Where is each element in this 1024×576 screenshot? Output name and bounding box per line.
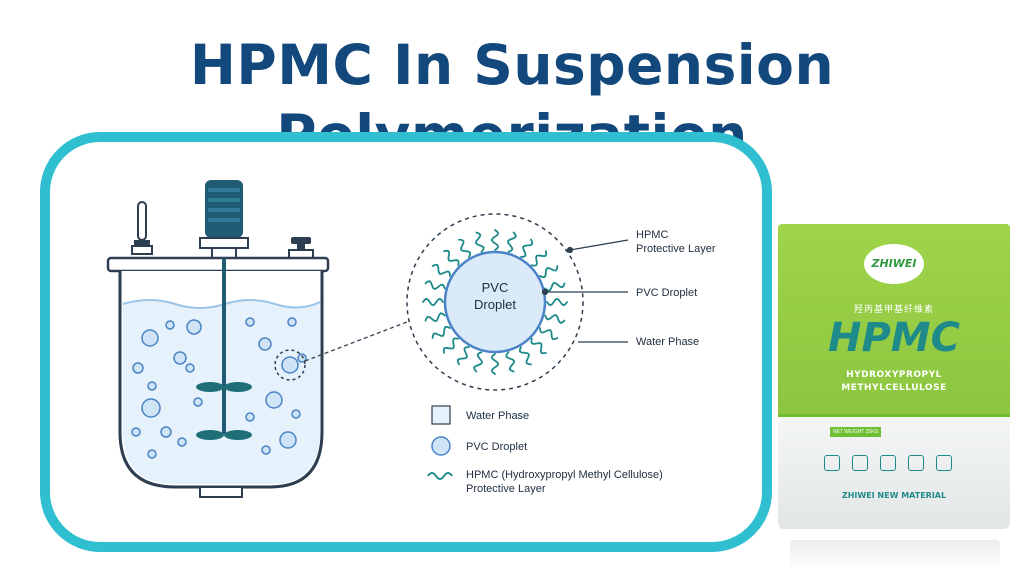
hpmc-chain xyxy=(424,280,446,290)
stirrer-motor-icon xyxy=(199,180,249,259)
valve-icon xyxy=(288,237,314,259)
bag-subtitle-line1: HYDROXYPROPYL xyxy=(846,370,942,380)
hpmc-chain xyxy=(544,314,566,324)
hpmc-chain xyxy=(457,346,470,366)
hpmc-chain xyxy=(442,337,460,354)
hpmc-chain xyxy=(490,229,500,251)
suspension-polymerization-diagram: PVC Droplet HPMC Protective Layer PVC Dr… xyxy=(106,180,716,498)
hpmc-chain xyxy=(546,297,568,307)
zoomed-droplet: PVC Droplet xyxy=(406,213,584,391)
hpmc-chain xyxy=(507,231,517,253)
bag-subtitle-line2: METHYLCELLULOSE xyxy=(841,383,947,393)
product-bag-image: ZHIWEI 羟丙基甲基纤维素 HPMC HYDROXYPROPYL METHY… xyxy=(778,224,1010,534)
flask-icon xyxy=(824,455,840,471)
hpmc-chain xyxy=(422,297,444,307)
document-icon xyxy=(936,455,952,471)
highlighted-droplet xyxy=(274,349,306,381)
legend-hpmc-label-line2: Protective Layer xyxy=(466,483,546,495)
hpmc-chain xyxy=(424,312,446,323)
legend-hpmc-swatch xyxy=(427,472,453,480)
bag-manufacturer: ZHIWEI NEW MATERIAL xyxy=(841,491,947,500)
bag-reflection xyxy=(790,540,1000,570)
bag-product-name: HPMC xyxy=(828,315,960,361)
package-icon xyxy=(908,455,924,471)
legend-water-swatch xyxy=(431,405,451,425)
legend-water-label: Water Phase xyxy=(466,410,529,422)
thermometer-icon xyxy=(131,201,153,255)
chart-icon xyxy=(852,455,868,471)
callout-water: Water Phase xyxy=(636,336,699,348)
hpmc-chain xyxy=(458,238,471,258)
callout-hpmc-line1: HPMC xyxy=(636,229,668,241)
callout-hpmc-line2: Protective Layer xyxy=(636,243,716,255)
hpmc-chain xyxy=(539,327,559,340)
impeller-icon xyxy=(196,382,252,440)
droplet-label-line2: Droplet xyxy=(474,297,516,312)
hpmc-protective-layer xyxy=(422,229,568,375)
hpmc-chain xyxy=(474,231,485,253)
hpmc-chain xyxy=(544,281,566,292)
hpmc-chain xyxy=(473,351,483,373)
legend-pvc-swatch xyxy=(431,436,451,456)
callout-lines xyxy=(541,239,629,343)
hpmc-chain xyxy=(539,265,559,278)
legend-hpmc-label-line1: HPMC (Hydroxypropyl Methyl Cellulose) xyxy=(466,469,663,481)
bag-bottom: NET WEIGHT 25KG ZHIWEI NEW MATERIAL xyxy=(778,414,1010,529)
reactor-vessel xyxy=(106,180,330,498)
hpmc-chain xyxy=(490,353,500,375)
hpmc-chain xyxy=(431,326,451,339)
droplet-label-line1: PVC xyxy=(482,280,509,295)
hpmc-chain xyxy=(505,351,516,373)
callout-pvc: PVC Droplet xyxy=(636,287,697,299)
bag-feature-icons xyxy=(824,455,964,475)
bag-net-weight: NET WEIGHT 25KG xyxy=(830,427,882,437)
bag-top: ZHIWEI 羟丙基甲基纤维素 HPMC HYDROXYPROPYL METHY… xyxy=(778,224,1010,414)
snowflake-icon xyxy=(880,455,896,471)
bag-logo: ZHIWEI xyxy=(864,244,924,284)
hpmc-chain xyxy=(530,250,548,267)
hpmc-chain xyxy=(530,337,547,355)
hpmc-chain xyxy=(443,249,460,267)
pvc-droplets xyxy=(131,317,307,459)
hpmc-chain xyxy=(519,346,532,366)
legend-pvc-label: PVC Droplet xyxy=(466,441,527,453)
legend: Water Phase PVC Droplet HPMC (Hydroxypro… xyxy=(427,405,663,495)
hpmc-chain xyxy=(520,238,533,258)
hpmc-chain xyxy=(431,264,451,277)
bag-chinese-name: 羟丙基甲基纤维素 xyxy=(853,304,934,314)
